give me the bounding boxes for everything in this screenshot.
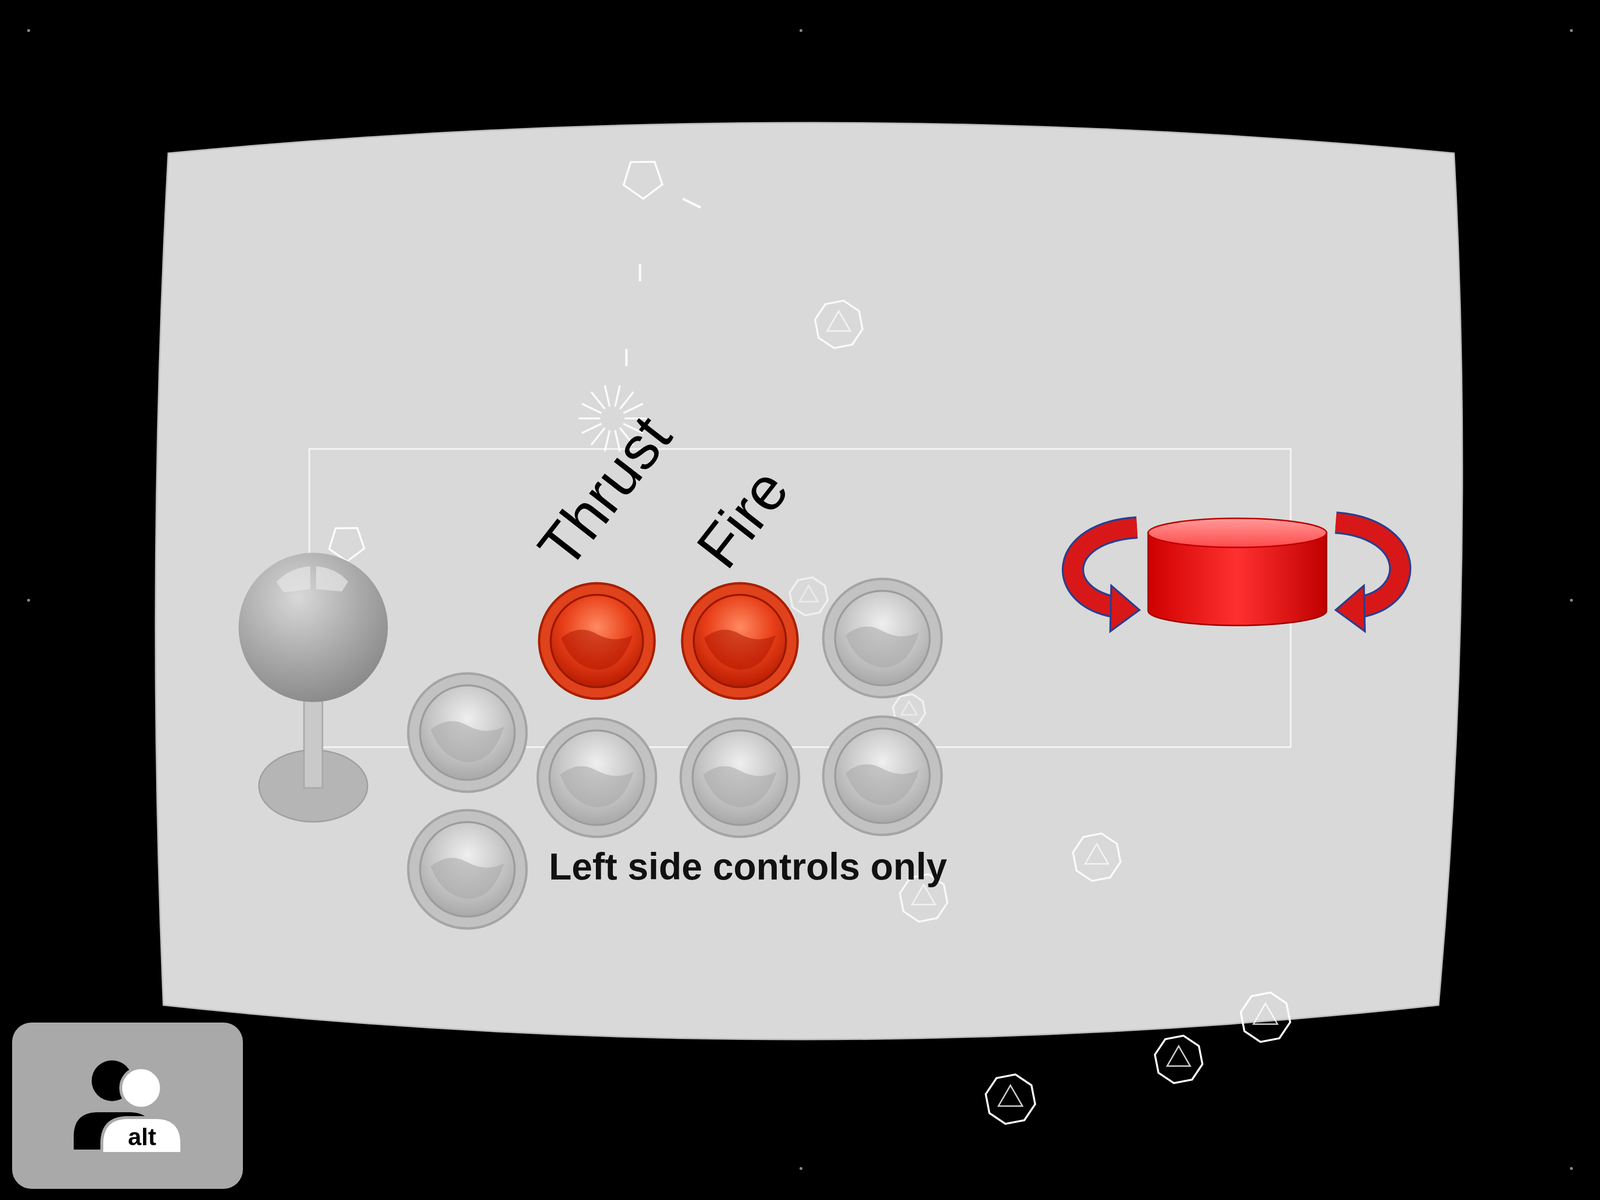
asteroid-inner	[1253, 1003, 1278, 1024]
spinner-control	[1072, 518, 1401, 632]
explosion-ray	[581, 423, 602, 434]
button-wave	[560, 766, 634, 808]
unused-button	[823, 716, 942, 835]
button-rim	[823, 716, 942, 835]
button-rim	[539, 583, 655, 699]
button-wave	[704, 629, 776, 671]
asteroid	[1240, 992, 1291, 1042]
button-rim	[537, 718, 656, 837]
rotate-arrow	[1335, 522, 1401, 608]
asteroid-inner	[901, 701, 917, 715]
asteroid	[815, 300, 863, 349]
person-head	[120, 1067, 162, 1109]
unused-button	[537, 718, 656, 837]
bullet-trail	[639, 264, 642, 282]
joystick	[238, 552, 388, 822]
button-rim	[682, 583, 798, 699]
explosion-ray	[581, 403, 602, 414]
button-cap	[549, 730, 644, 825]
asteroid-inner	[799, 585, 818, 602]
button-wave	[560, 629, 633, 671]
unused-button	[408, 673, 527, 792]
button-label: Thrust	[527, 405, 682, 578]
asteroid	[985, 1074, 1036, 1124]
ball-shine	[276, 566, 311, 593]
alt-label: alt	[103, 1123, 181, 1151]
button-cap	[692, 730, 787, 825]
unused-button	[680, 718, 800, 837]
bullet-trail	[625, 349, 628, 367]
button-cap	[693, 594, 786, 688]
button-cap	[834, 728, 930, 823]
asteroid-inner	[1085, 844, 1109, 864]
rotate-arrow-outline	[1335, 522, 1401, 608]
button-wave	[703, 766, 777, 808]
note-label: Left side controls only	[548, 846, 947, 888]
button-rim	[680, 718, 800, 837]
star-speck	[1569, 29, 1573, 32]
button-cap	[550, 594, 643, 688]
explosion-ray	[591, 428, 605, 446]
node-shape	[680, 581, 800, 701]
joystick-ball	[238, 552, 388, 703]
button-rim	[408, 673, 527, 792]
explosion-ray	[604, 385, 610, 407]
ship-outline	[623, 161, 663, 199]
rotate-arrow-outline	[1072, 527, 1137, 608]
unused-button	[408, 810, 527, 929]
alt-player-badge: alt	[12, 1022, 243, 1189]
asteroid	[1154, 1035, 1203, 1084]
node-shape	[537, 581, 656, 701]
star-speck	[1569, 1167, 1573, 1170]
badge-background	[12, 1022, 243, 1189]
rotate-arrow-head	[1110, 585, 1140, 632]
spinner-top	[1148, 518, 1327, 548]
explosion-ray	[615, 385, 621, 407]
asteroid-inner	[998, 1085, 1023, 1106]
star-speck	[799, 29, 803, 32]
button-cap	[834, 590, 930, 686]
asteroid	[789, 577, 828, 616]
person-body	[101, 1117, 182, 1154]
button-wave	[845, 626, 919, 668]
button-rim	[823, 578, 942, 698]
joystick-shaft	[304, 688, 323, 788]
screen-panel	[155, 122, 1463, 1040]
asteroid-graphics	[27, 29, 1573, 1170]
button-wave	[430, 857, 504, 899]
asteroid-inner	[827, 311, 851, 332]
button-rim	[408, 810, 527, 929]
action-button: Fire	[680, 581, 800, 701]
bullet-trail	[682, 198, 701, 208]
button-wave	[430, 720, 504, 763]
asteroid	[1072, 833, 1121, 881]
asteroid-inner	[1167, 1046, 1191, 1067]
ball-shine	[316, 566, 349, 592]
unused-button	[823, 578, 942, 698]
explosion-ray	[591, 391, 605, 409]
asteroid-inner	[912, 884, 936, 905]
rotate-arrow	[1072, 527, 1137, 608]
star-speck	[27, 29, 31, 32]
button-label: Fire	[686, 458, 799, 578]
action-button: Thrust	[537, 581, 656, 701]
star-speck	[799, 1167, 803, 1170]
rotate-arrow-head	[1335, 585, 1365, 632]
node-shape	[12, 1022, 243, 1189]
button-cap	[419, 821, 515, 917]
star-speck	[1569, 598, 1573, 602]
explosion-ray	[578, 417, 601, 420]
explosion-ray	[620, 391, 634, 409]
button-cap	[419, 685, 515, 780]
star-speck	[27, 598, 31, 602]
button-wave	[845, 764, 919, 806]
